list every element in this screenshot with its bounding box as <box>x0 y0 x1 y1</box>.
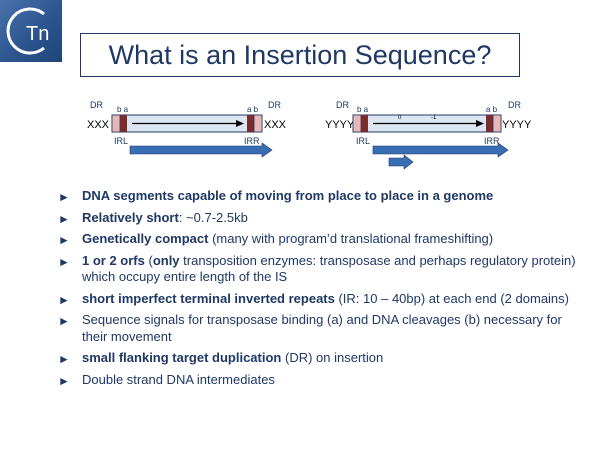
logo-text: Tn <box>26 23 49 45</box>
bullet-arrow-icon: ► <box>58 190 70 204</box>
flank-right-label: XXX <box>264 119 287 131</box>
is-diagram-left: DR b a a b DR XXX XXX IRL IRR <box>87 100 287 158</box>
bullet-bold: 1 or 2 orfs <box>82 252 145 268</box>
bullet-text: (many with program’d translational frame… <box>208 231 494 246</box>
bullet-text: Double strand DNA intermediates <box>82 371 275 387</box>
transposase-orf-arrow <box>372 142 509 158</box>
regulatory-orf-arrow <box>388 154 414 170</box>
flank-left-label: XXX <box>87 119 110 131</box>
bullet-bold: small flanking target duplication <box>82 350 282 365</box>
ab-label: a b <box>247 105 259 114</box>
ir-left-outer <box>111 114 121 133</box>
bullet-arrow-icon: ► <box>58 254 70 269</box>
bullet-bold: DNA segments capable of moving from plac… <box>82 188 494 203</box>
title-box: What is an Insertion Sequence? <box>80 33 520 77</box>
bullet-item: ► 1 or 2 orfs (only transposition enzymes… <box>58 253 590 286</box>
is-diagram: DR b a a b DR XXX XXX IRL IRR DR b a a b… <box>87 100 532 170</box>
irl-label: IRL <box>114 136 128 146</box>
bullet-item: ► DNA segments capable of moving from pla… <box>58 188 590 205</box>
bullet-text: ( <box>144 252 153 268</box>
bullet-arrow-icon: ► <box>58 211 70 226</box>
bullet-text-2: transposition enzymes: transposase and p… <box>82 252 576 285</box>
bullet-text: : ~0.7-2.5kb <box>178 209 248 225</box>
bullet-text: Sequence signals for transposase binding… <box>82 312 562 344</box>
ir-right-outer <box>253 114 263 133</box>
dr-left-label: DR <box>336 100 349 110</box>
ir-right-inner <box>486 115 493 132</box>
bullet-text: (IR: 10 – 40bp) at each end (2 domains) <box>334 290 569 306</box>
ir-left-inner <box>120 115 127 132</box>
logo-c-icon: Tn <box>6 7 49 55</box>
bullet-item: ► Sequence signals for transposase bindin… <box>58 312 590 345</box>
bullet-arrow-icon: ► <box>58 314 70 328</box>
ba-label: b a <box>117 105 129 114</box>
frame-minus1-label: -1 <box>431 115 437 121</box>
bullet-arrow-icon: ► <box>58 292 70 307</box>
page-title: What is an Insertion Sequence? <box>108 39 492 70</box>
dr-left-label: DR <box>90 100 103 110</box>
bullet-item: ► Genetically compact (many with program’… <box>58 231 590 248</box>
ir-right-outer <box>492 114 502 133</box>
bullet-arrow-icon: ► <box>58 352 70 366</box>
irr-label: IRR <box>244 136 260 146</box>
bullet-arrow-icon: ► <box>58 373 70 388</box>
is-diagram-right: DR b a a b DR YYYY YYYY 0 -1 IRL IRR <box>325 100 532 170</box>
bullet-bold: Relatively short <box>82 209 179 225</box>
ir-left-outer <box>352 114 362 133</box>
dr-right-label: DR <box>268 100 281 110</box>
transposon-logo: Tn <box>0 0 62 62</box>
orf-arrow-head <box>236 120 244 127</box>
flank-right-label: YYYY <box>502 119 532 131</box>
ab-label: a b <box>486 105 498 114</box>
bullet-item: ► small flanking target duplication (DR) … <box>58 350 590 367</box>
bullet-text: (DR) on insertion <box>281 350 384 365</box>
transposase-orf-arrow <box>129 142 273 158</box>
bullet-list: ► DNA segments capable of moving from pla… <box>58 188 590 393</box>
orf-arrow-head <box>476 120 484 127</box>
bullet-item: ► Double strand DNA intermediates <box>58 372 590 389</box>
flank-left-label: YYYY <box>325 119 355 131</box>
irl-label: IRL <box>356 136 370 146</box>
bullet-arrow-icon: ► <box>58 233 70 247</box>
dr-right-label: DR <box>508 100 521 110</box>
frame-0-label: 0 <box>398 115 402 121</box>
bullet-item: ► Relatively short: ~0.7-2.5kb <box>58 210 590 227</box>
bullet-bold-2: only <box>152 252 180 268</box>
bullet-bold: short imperfect terminal inverted repeat… <box>82 290 335 306</box>
irr-label: IRR <box>484 136 500 146</box>
ir-left-inner <box>361 115 368 132</box>
bullet-item: ► short imperfect terminal inverted repea… <box>58 291 590 308</box>
ir-right-inner <box>247 115 254 132</box>
ba-label: b a <box>357 105 369 114</box>
bullet-bold: Genetically compact <box>82 231 209 246</box>
